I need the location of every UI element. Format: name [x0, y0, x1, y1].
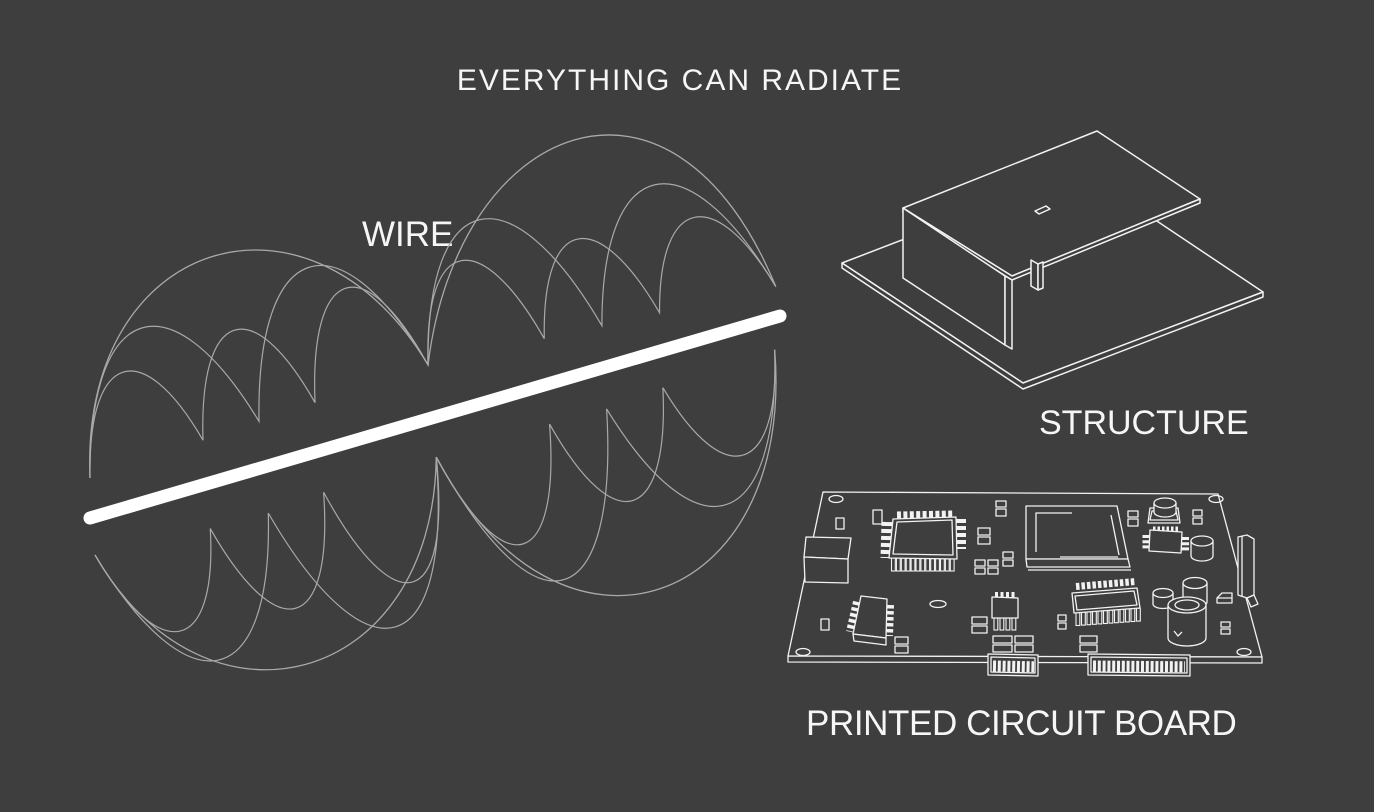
- wire-label: WIRE: [362, 215, 454, 254]
- bottom-connector-1: [987, 653, 1039, 677]
- soic-chip: [846, 595, 894, 646]
- enclosure-box: [902, 130, 1201, 350]
- pcb-label: PRINTED CIRCUIT BOARD: [806, 704, 1237, 743]
- mounting-holes: [795, 494, 1252, 657]
- radiation-waves-above: [89, 134, 777, 479]
- radiation-waves-below: [94, 349, 777, 671]
- structure-label: STRUCTURE: [1039, 404, 1249, 442]
- edge-connector-right: [1237, 534, 1259, 608]
- transistor: [991, 592, 1019, 631]
- base-plate: [841, 170, 1264, 390]
- edge-connector-left: [803, 536, 852, 584]
- passive-components: [820, 500, 1233, 654]
- mounting-tab: [1030, 259, 1044, 291]
- board-outline: [787, 491, 1263, 664]
- qfp-chip: [880, 510, 966, 572]
- wire-line: [83, 309, 787, 525]
- structure-illustration: [841, 130, 1264, 390]
- pcb-illustration: [787, 491, 1263, 677]
- soic-chip-small: [1142, 526, 1189, 554]
- main-chip: [1025, 505, 1131, 571]
- capacitors: [1152, 535, 1214, 647]
- bottom-connector-2: [1087, 653, 1191, 677]
- long-soic-chip: [1071, 578, 1141, 627]
- push-button: [1147, 497, 1181, 524]
- roof-slot: [1034, 205, 1051, 215]
- page-title: EVERYTHING CAN RADIATE: [456, 64, 904, 97]
